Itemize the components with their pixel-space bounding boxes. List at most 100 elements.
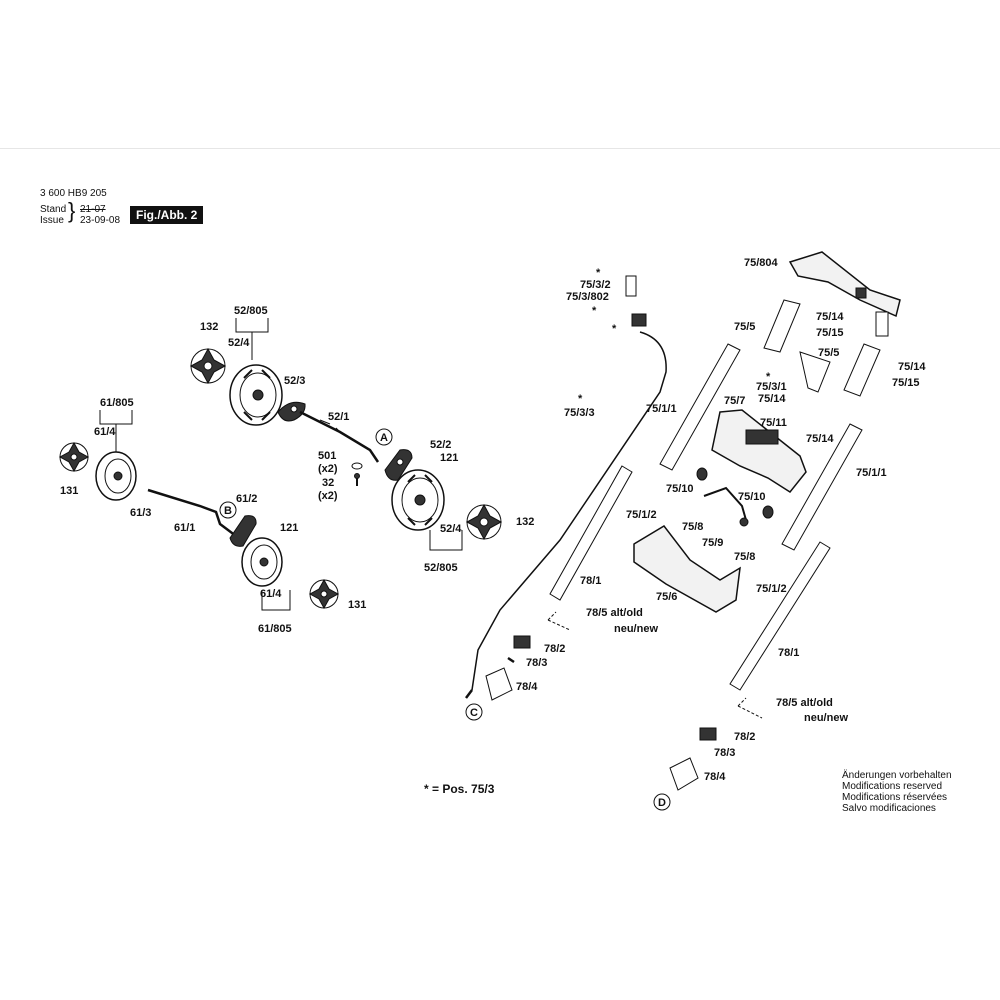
front-wheel-upper [95,451,137,501]
star-75-3-1: * [766,371,771,383]
label-75-15-a: 75/15 [816,327,844,339]
star-75-3-3: * [578,393,583,405]
label-52-805-upper: 52/805 [234,305,268,317]
rear-wheel-upper [229,364,283,426]
label-75-8-right: 75/8 [734,551,755,563]
label-61-4-lower: 61/4 [260,588,282,600]
brace-icon: } [68,198,76,223]
label-75-6: 75/6 [656,591,677,603]
label-131-lower: 131 [348,599,366,611]
label-78-1-right: 78/1 [778,647,799,659]
label-501: 501 [318,450,336,462]
grip-75-5-left [763,299,801,353]
pin-78-3-left [507,656,515,664]
label-75-14-a: 75/14 [816,311,844,323]
label-78-2-left: 78/2 [544,643,565,655]
lever-75-8 [703,486,749,527]
label-75-14-c: 75/14 [758,393,786,405]
upper-tube-right [781,423,863,551]
label-75-3-1: 75/3/1 [756,381,787,393]
label-61-3: 61/3 [130,507,151,519]
label-32: 32 [322,477,334,489]
switch-lever-75-3-1 [799,351,831,393]
wheel-bracket-52-3 [277,401,306,422]
washer-501 [351,462,363,470]
bowden-cable [465,275,667,699]
label-75-1-1-right: 75/1/1 [856,467,887,479]
rear-hub-cap-132 [189,347,227,385]
note-en: Modifications reserved [842,781,943,792]
crossbrace-75-6 [633,525,741,613]
label-121-upper: 121 [440,452,458,464]
label-75-3-802: 75/3/802 [566,291,609,303]
knob-75-10-left [696,467,708,481]
label-52-2: 52/2 [430,439,451,451]
note-es: Salvo modificaciones [842,803,936,814]
rear-axle-52-1 [299,410,380,463]
clamp-78-2-right [699,727,717,741]
label-78-5-right: 78/5 alt/old [776,697,833,709]
label-75-5-right: 75/5 [818,347,839,359]
bracket-61-2 [229,515,257,547]
figure-badge: Fig./Abb. 2 [130,206,204,224]
rear-hub-cap-132-lower [465,503,503,541]
callout-d: D [658,797,666,809]
label-78-4-right: 78/4 [704,771,726,783]
label-75-9: 75/9 [702,537,723,549]
note-de: Änderungen vorbehalten [842,770,952,781]
clamp-78-2-left [513,635,531,649]
page-divider [0,148,1000,149]
crossbar-75-7 [711,409,807,493]
part-number: 3 600 HB9 205 [40,188,107,199]
label-78-3-left: 78/3 [526,657,547,669]
lower-tube-left-75-1-2 [549,465,633,601]
label-78-4-left: 78/4 [516,681,538,693]
callout-b: B [224,505,232,517]
knob-75-10-right [762,505,774,519]
position-note: * = Pos. 75/3 [424,782,495,796]
label-52-805-lower: 52/805 [424,562,458,574]
front-hub-cap-131 [58,441,90,473]
label-121-lower: 121 [280,522,298,534]
handle-75-804 [788,251,901,337]
label-61-805-upper: 61/805 [100,397,134,409]
star-75-3-2: * [596,267,601,279]
label-61-4-upper: 61/4 [94,426,116,438]
label-61-1: 61/1 [174,522,195,534]
label-75-5-left: 75/5 [734,321,755,333]
label-61-2: 61/2 [236,493,257,505]
label-75-10-left: 75/10 [666,483,694,495]
label-132-lower: 132 [516,516,534,528]
callout-a: A [380,432,388,444]
label-neu-right: neu/new [804,712,848,724]
label-75-8-left: 75/8 [682,521,703,533]
label-52-4-upper: 52/4 [228,337,250,349]
label-75-14-b: 75/14 [898,361,926,373]
star-75-3-802: * [592,305,597,317]
screw-32 [354,473,360,486]
front-hub-cap-131-lower [308,578,340,610]
label-75-1-1-left: 75/1/1 [646,403,677,415]
label-78-3-right: 78/3 [714,747,735,759]
label-132-upper: 132 [200,321,218,333]
label-x2-b: (x2) [318,490,338,502]
front-axle-61-1 [147,488,237,537]
bracket-52-2 [384,449,413,481]
label-75-3-3: 75/3/3 [564,407,595,419]
label-75-10-right: 75/10 [738,491,766,503]
label-52-3: 52/3 [284,375,305,387]
label-52-4-lower: 52/4 [440,523,462,535]
label-78-5-left: 78/5 alt/old [586,607,643,619]
label-75-1-2-left: 75/1/2 [626,509,657,521]
label-61-805-lower: 61/805 [258,623,292,635]
label-neu-left: neu/new [614,623,658,635]
callout-c: C [470,707,478,719]
upper-tube-left [659,343,741,471]
label-75-3-2: 75/3/2 [580,279,611,291]
cover-78-4-left [485,667,513,701]
label-75-7: 75/7 [724,395,745,407]
label-78-2-right: 78/2 [734,731,755,743]
stand-label: Stand [40,204,67,215]
label-75-1-2-right: 75/1/2 [756,583,787,595]
